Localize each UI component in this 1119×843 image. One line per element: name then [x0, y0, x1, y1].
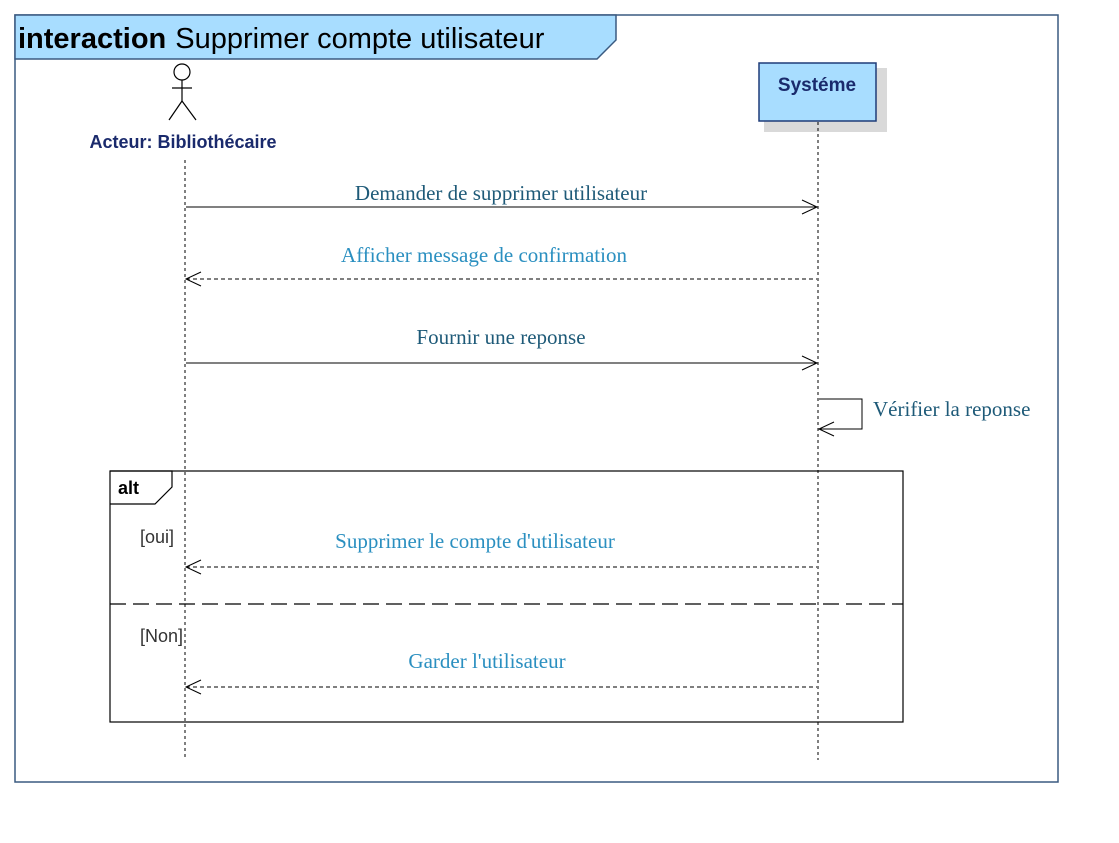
- message-fournir-reponse: Fournir une reponse: [186, 325, 819, 371]
- guard-non: [Non]: [140, 626, 183, 646]
- message-label: Demander de supprimer utilisateur: [355, 181, 647, 205]
- actor-lifeline-head: Acteur: Bibliothécaire: [89, 63, 277, 152]
- fragment-operator-tab: [110, 470, 173, 505]
- guard-oui: [oui]: [140, 527, 174, 547]
- fragment-operator: alt: [118, 478, 139, 498]
- message-supprimer-compte: Supprimer le compte d'utilisateur: [184, 529, 817, 575]
- message-garder-utilisateur: Garder l'utilisateur: [184, 649, 817, 695]
- message-label: Garder l'utilisateur: [408, 649, 565, 673]
- open-arrowhead-icon: [184, 271, 202, 287]
- actor-label: Acteur: Bibliothécaire: [89, 132, 276, 152]
- frame-title: Supprimer compte utilisateur: [175, 23, 544, 55]
- self-message-line: [819, 398, 863, 430]
- message-label: Fournir une reponse: [416, 325, 585, 349]
- open-arrowhead-icon: [801, 199, 819, 215]
- interaction-frame-title: interaction Supprimer compte utilisateur: [18, 23, 545, 55]
- alt-fragment: alt [oui] Supprimer le compte d'utilisat…: [109, 470, 904, 723]
- message-label: Afficher message de confirmation: [341, 243, 627, 267]
- message-label: Supprimer le compte d'utilisateur: [335, 529, 615, 553]
- open-arrowhead-icon: [817, 421, 835, 437]
- message-demander-supprimer: Demander de supprimer utilisateur: [186, 181, 819, 215]
- system-box: [758, 62, 877, 122]
- stick-figure-icon: [168, 63, 197, 121]
- frame-keyword: interaction: [18, 23, 166, 55]
- system-lifeline-head: Systéme: [758, 62, 887, 132]
- interaction-frame-tab: [14, 14, 617, 60]
- open-arrowhead-icon: [801, 355, 819, 371]
- message-afficher-confirmation: Afficher message de confirmation: [184, 243, 817, 287]
- system-label: Systéme: [778, 75, 856, 96]
- message-label: Vérifier la reponse: [873, 397, 1030, 421]
- message-verifier-reponse: Vérifier la reponse: [817, 397, 1030, 437]
- fragment-frame: [109, 470, 904, 723]
- open-arrowhead-icon: [184, 679, 202, 695]
- open-arrowhead-icon: [184, 559, 202, 575]
